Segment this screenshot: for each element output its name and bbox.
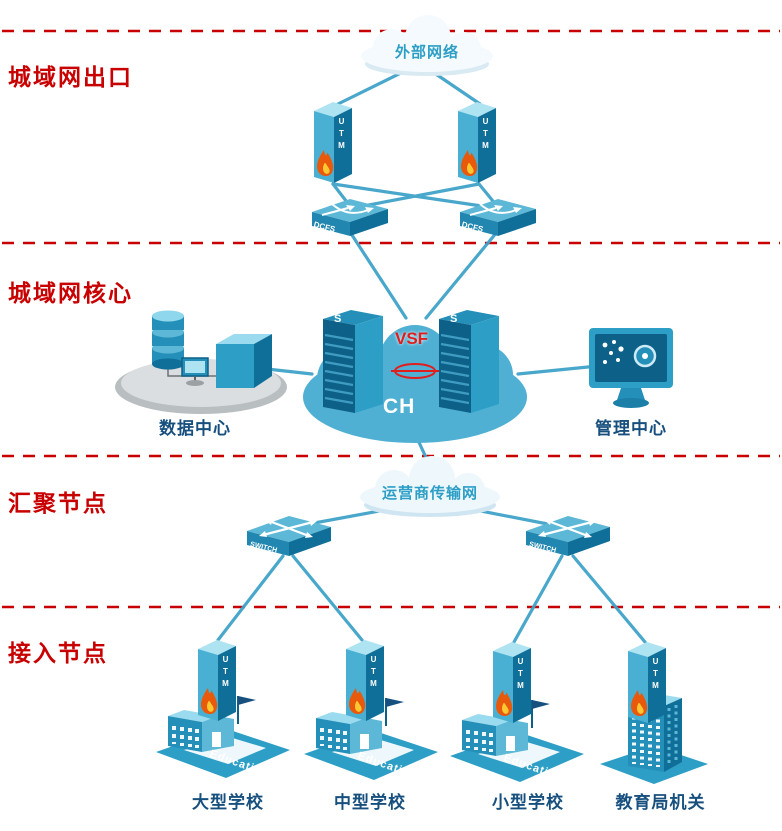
school-building-small: Education. [444, 690, 589, 788]
zone-label-metro-core: 城域网核心 [8, 280, 133, 306]
utm-firewall-exit-left: UTM [308, 96, 358, 193]
side-windows [667, 705, 678, 766]
school-building-large: Education. [150, 686, 295, 784]
utm-label: UTM [481, 117, 490, 153]
windows [172, 726, 199, 748]
external-network-label: 外部网络 [394, 44, 459, 61]
zone-label-aggregation: 汇聚节点 [8, 490, 108, 516]
utm-device-icon [198, 640, 236, 721]
windows [320, 728, 347, 750]
vsf-link-icon [391, 363, 439, 379]
utm-label: UTM [337, 117, 346, 153]
education-bureau-label: 教育局机关 [615, 793, 706, 812]
dcfs-switch-icon [312, 199, 388, 236]
flag-icon [238, 696, 256, 705]
core-cloud-icon: S S [303, 310, 527, 443]
utm-firewall-access-3: UTM [487, 636, 537, 733]
management-monitor-icon [589, 328, 673, 408]
cloud-icon [360, 456, 500, 517]
core-cluster: S S VSF CH [299, 299, 531, 449]
utm-firewall-access-1: UTM [192, 634, 242, 731]
dcfs-switch-icon [460, 199, 536, 236]
cloud-icon [361, 15, 493, 76]
windows [466, 730, 493, 752]
aggregation-switch-right: SWITCH [522, 511, 614, 570]
core-switch-logo: S [450, 313, 457, 325]
core-switch-logo: S [334, 313, 341, 325]
switch-icon [247, 516, 331, 556]
server-box-icon [216, 334, 272, 388]
vsf-label: VSF [395, 329, 429, 348]
management-center-label: 管理中心 [595, 419, 667, 438]
core-switch-right-icon: S [439, 310, 499, 413]
routing-arrows-icon [469, 203, 517, 216]
core-stack-label: CH [383, 395, 416, 418]
routing-arrows-icon [321, 203, 369, 216]
carrier-network-cloud: 运营商传输网 [350, 455, 510, 519]
database-icon [152, 310, 184, 370]
dcfs-switch-right: DCFS [456, 194, 540, 249]
utm-label: UTM [221, 655, 230, 691]
aggregation-switch-left: SWITCH [243, 511, 335, 570]
medium-school-label: 中型学校 [334, 793, 406, 812]
crossover-arrows-icon [262, 519, 314, 538]
door [506, 736, 515, 751]
flag-icon [386, 698, 404, 707]
door [212, 732, 221, 747]
door [360, 734, 369, 749]
utm-label: UTM [651, 657, 660, 693]
utm-device-icon [493, 642, 531, 723]
school-building-medium: Education. [298, 688, 443, 786]
utm-device-icon [314, 102, 352, 183]
external-network-cloud: 外部网络 [352, 14, 502, 78]
large-school-label: 大型学校 [192, 793, 264, 812]
utm-device-icon [628, 642, 666, 723]
management-center [585, 326, 680, 414]
utm-firewall-exit-right: UTM [452, 96, 502, 193]
core-switch-left-icon: S [323, 310, 383, 413]
utm-firewall-access-4: UTM [622, 636, 672, 733]
switch-icon [526, 516, 610, 556]
data-center [112, 302, 290, 418]
small-school-label: 小型学校 [492, 793, 564, 812]
utm-device-icon [458, 102, 496, 183]
zone-label-access: 接入节点 [8, 640, 108, 666]
utm-label: UTM [516, 657, 525, 693]
data-center-label: 数据中心 [159, 419, 231, 438]
screen-dots-icon [602, 340, 624, 364]
school-building-icon [450, 700, 584, 782]
utm-device-icon [346, 640, 384, 721]
crossover-arrows-icon [541, 519, 593, 538]
utm-label: UTM [369, 655, 378, 691]
school-building-icon [156, 696, 290, 778]
data-center-icon [115, 310, 287, 414]
zone-label-metro-exit: 城域网出口 [8, 64, 133, 90]
workstation-icon [181, 357, 209, 386]
carrier-network-label: 运营商传输网 [381, 485, 478, 502]
school-building-icon [304, 698, 438, 780]
utm-firewall-access-2: UTM [340, 634, 390, 731]
dcfs-switch-left: DCFS [308, 194, 392, 249]
flag-icon [532, 700, 550, 709]
